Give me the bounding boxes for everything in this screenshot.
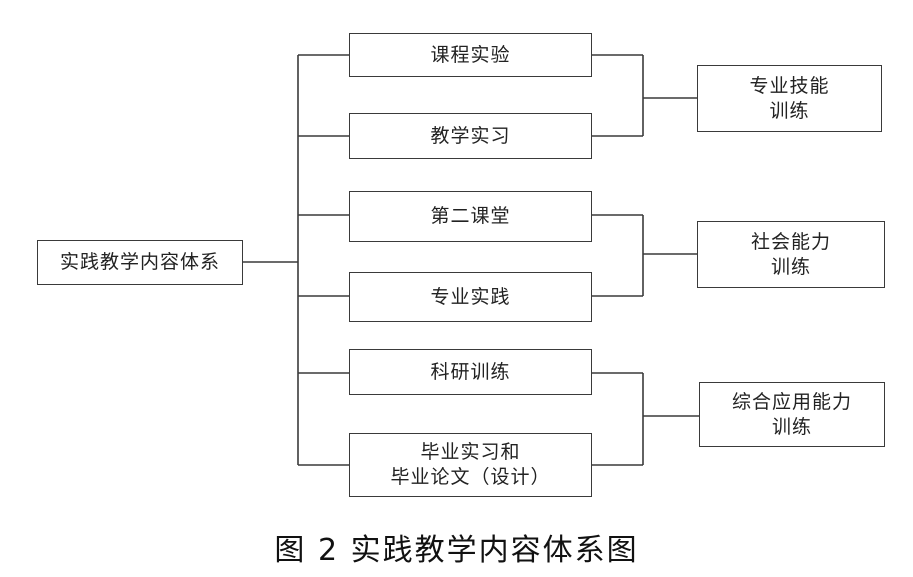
item-node-1: 课程实验: [349, 33, 592, 77]
item-label: 课程实验: [430, 43, 511, 66]
item-node-5: 科研训练: [349, 349, 592, 395]
item-label: 教学实习: [430, 124, 511, 147]
outcome-node-1: 专业技能 训练: [697, 65, 882, 132]
item-node-4: 专业实践: [349, 272, 592, 322]
outcome-label: 社会能力 训练: [750, 230, 831, 278]
item-label: 专业实践: [430, 285, 511, 308]
item-node-2: 教学实习: [349, 113, 592, 159]
outcome-node-2: 社会能力 训练: [697, 221, 885, 288]
item-label: 第二课堂: [430, 205, 511, 228]
root-label: 实践教学内容体系: [59, 251, 220, 274]
outcome-label: 专业技能 训练: [749, 74, 830, 122]
item-node-3: 第二课堂: [349, 191, 592, 242]
outcome-label: 综合应用能力 训练: [731, 390, 852, 438]
figure-caption: 图 2 实践教学内容体系图: [274, 533, 639, 568]
root-node: 实践教学内容体系: [37, 240, 243, 285]
outcome-node-3: 综合应用能力 训练: [699, 382, 885, 447]
item-node-6: 毕业实习和 毕业论文（设计）: [349, 433, 592, 497]
item-label: 科研训练: [430, 360, 511, 383]
item-label: 毕业实习和 毕业论文（设计）: [390, 441, 551, 488]
